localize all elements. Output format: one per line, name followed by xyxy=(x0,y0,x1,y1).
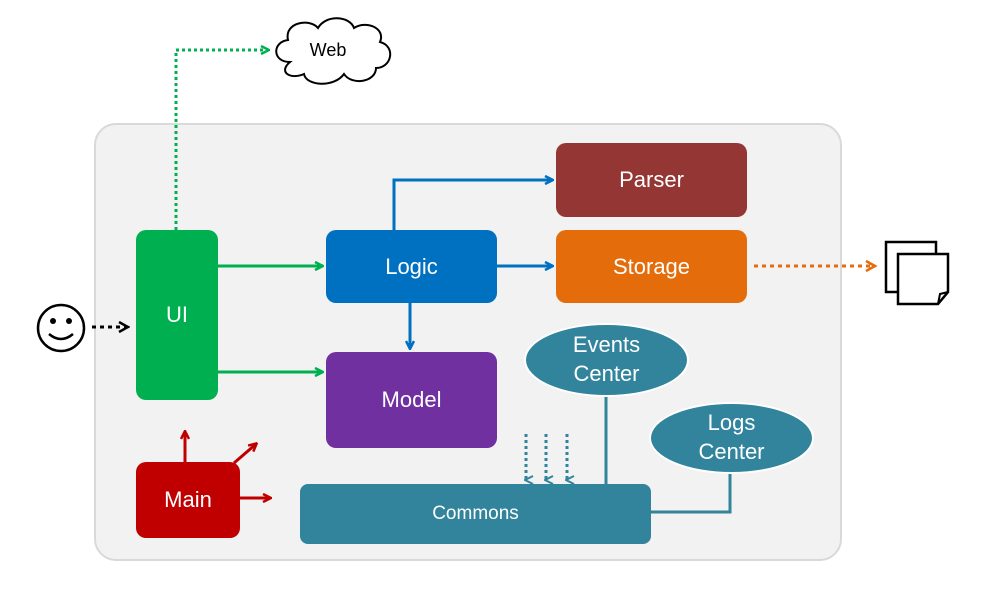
events-center-node: Events Center xyxy=(524,323,689,397)
web-label: Web xyxy=(309,40,347,60)
ui-to-web-arrow xyxy=(174,50,268,230)
ui-component: UI xyxy=(136,230,218,400)
logs-center-node: Logs Center xyxy=(649,402,814,474)
main-label: Main xyxy=(164,487,212,512)
storage-label: Storage xyxy=(612,253,691,279)
commons-label: Commons xyxy=(432,503,519,524)
logs-center-line1: Logs xyxy=(707,410,756,436)
commons-component: Commons xyxy=(300,484,651,544)
logs-center-line2: Center xyxy=(698,439,765,464)
storage-component: Storage xyxy=(556,230,747,303)
events-center-line1: Events xyxy=(572,332,641,358)
model-label: Model xyxy=(381,387,442,412)
main-component: Main xyxy=(136,462,240,538)
document-stack-icon xyxy=(884,240,950,306)
model-component: Model xyxy=(326,352,497,448)
logic-to-parser-arrow xyxy=(392,180,552,230)
ui-label: UI xyxy=(166,302,188,327)
logs-to-commons-line xyxy=(650,470,732,514)
events-center-line2: Center xyxy=(573,361,640,386)
cloud-icon xyxy=(275,17,391,85)
smiley-face-icon xyxy=(36,303,86,353)
parser-component: Parser xyxy=(556,143,747,217)
logic-component: Logic xyxy=(326,230,497,303)
main-diagonal-arrow xyxy=(233,444,256,465)
parser-label: Parser xyxy=(619,167,684,192)
logic-label: Logic xyxy=(385,253,438,279)
